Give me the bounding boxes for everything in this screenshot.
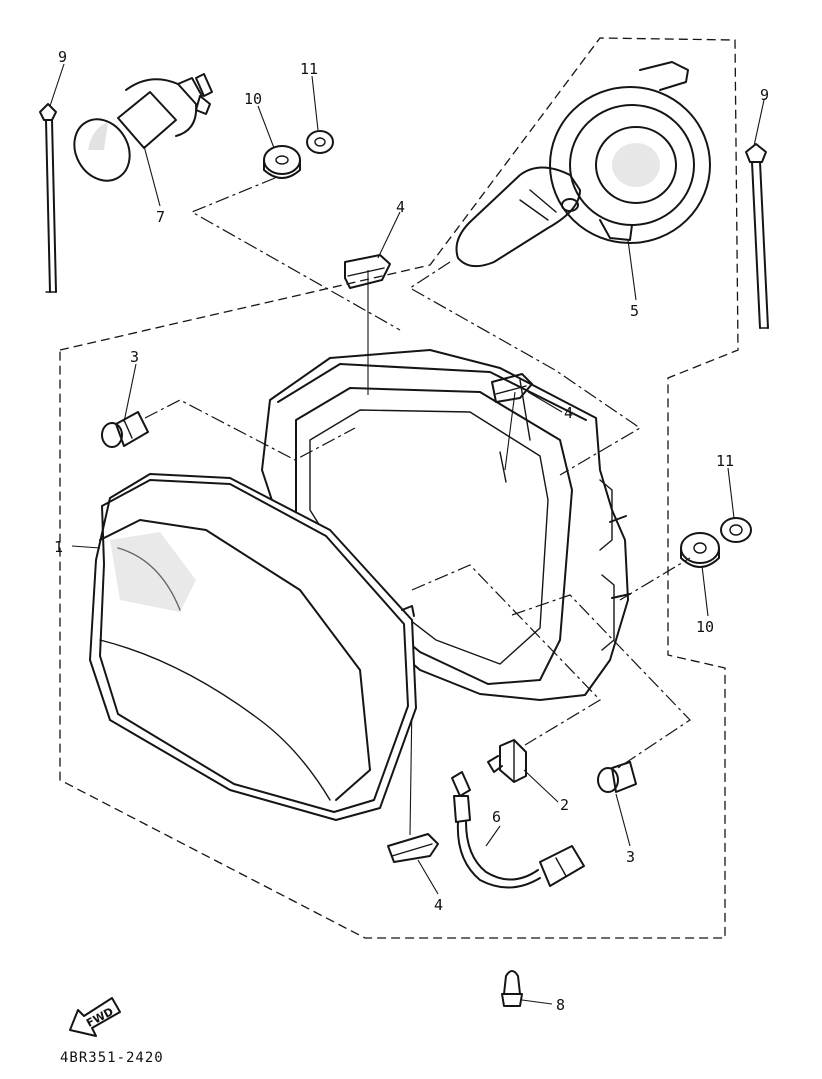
assembly-guide-lines bbox=[144, 177, 691, 836]
headlight-bulb bbox=[73, 73, 213, 182]
wire-harness bbox=[451, 771, 585, 889]
callout-4-bottom: 4 bbox=[434, 896, 443, 914]
callout-4-mid: 4 bbox=[564, 404, 573, 422]
fwd-label: FWD bbox=[84, 1005, 116, 1030]
callout-9-left: 9 bbox=[58, 48, 67, 66]
cable-tie-left bbox=[39, 103, 57, 293]
leader-lines bbox=[49, 63, 765, 1005]
small-socket bbox=[487, 739, 527, 783]
callout-11-right: 11 bbox=[716, 452, 734, 470]
cable-tie-right bbox=[745, 143, 769, 329]
assembly-boundary bbox=[59, 37, 739, 939]
callout-2: 2 bbox=[560, 796, 569, 814]
headlight-lens-unit bbox=[89, 473, 417, 821]
callout-11-top: 11 bbox=[300, 60, 318, 78]
callout-9-right: 9 bbox=[760, 86, 769, 104]
indicator-bulb bbox=[501, 970, 523, 1007]
callout-labels: 9 11 10 7 4 9 5 3 4 1 11 10 2 6 3 4 8 bbox=[54, 48, 769, 1014]
forward-arrow-icon: FWD bbox=[69, 997, 121, 1037]
bulb-socket bbox=[455, 61, 711, 268]
callout-4-top: 4 bbox=[396, 198, 405, 216]
callout-5: 5 bbox=[630, 302, 639, 320]
part-code: 4BR351-2420 bbox=[60, 1050, 164, 1066]
collar-top bbox=[306, 130, 334, 154]
position-bulb-right bbox=[597, 761, 637, 793]
callout-10-right: 10 bbox=[696, 618, 714, 636]
callout-7: 7 bbox=[156, 208, 165, 226]
position-bulb-left bbox=[101, 411, 149, 448]
clip-bottom bbox=[387, 833, 439, 863]
callout-3-left: 3 bbox=[130, 348, 139, 366]
collar-right bbox=[720, 517, 752, 543]
callout-6: 6 bbox=[492, 808, 501, 826]
grommet-right bbox=[680, 532, 720, 568]
clip-mid bbox=[491, 373, 533, 403]
callout-8: 8 bbox=[556, 996, 565, 1014]
callout-1: 1 bbox=[54, 538, 63, 556]
callout-3-right: 3 bbox=[626, 848, 635, 866]
callout-10-top: 10 bbox=[244, 90, 262, 108]
grommet-top bbox=[263, 145, 301, 179]
